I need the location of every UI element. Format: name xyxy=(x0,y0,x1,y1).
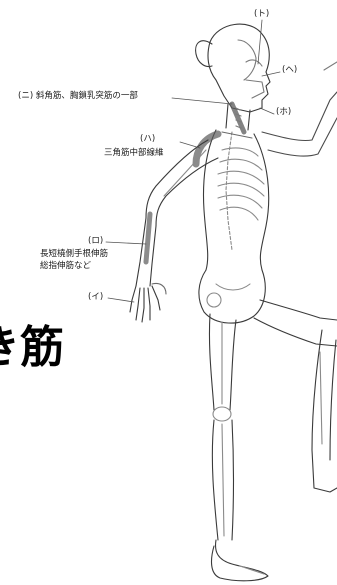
label-he: (ヘ) xyxy=(282,65,298,75)
label-ni: (ニ) 斜角筋、胸鎖乳突筋の一部 xyxy=(18,91,138,101)
label-i: (イ) xyxy=(88,292,104,302)
label-ha-text: 三角筋中部線維 xyxy=(104,148,164,158)
neck xyxy=(225,101,251,135)
label-ro-text-1: 長短橈側手根伸筋 xyxy=(40,249,109,259)
label-to: (ト) xyxy=(254,9,270,19)
label-ho: (ホ) xyxy=(276,107,292,117)
neck-muscle-highlight xyxy=(229,101,247,135)
label-ro-mark: (ロ) xyxy=(88,236,104,246)
heading-fragment: き筋 xyxy=(0,322,64,373)
raised-arm xyxy=(261,61,337,157)
torso xyxy=(202,129,270,271)
pelvis xyxy=(198,269,266,324)
head-outline xyxy=(195,23,271,113)
left-arm xyxy=(129,130,222,323)
leader-lines xyxy=(105,19,281,303)
forearm-extensor-highlight xyxy=(143,211,153,265)
raised-leg xyxy=(253,299,337,493)
ponytail xyxy=(195,40,213,68)
standing-leg xyxy=(208,313,269,582)
label-ro-text-2: 総指伸筋など xyxy=(40,261,92,271)
label-ha-mark: (ハ) xyxy=(140,134,156,144)
